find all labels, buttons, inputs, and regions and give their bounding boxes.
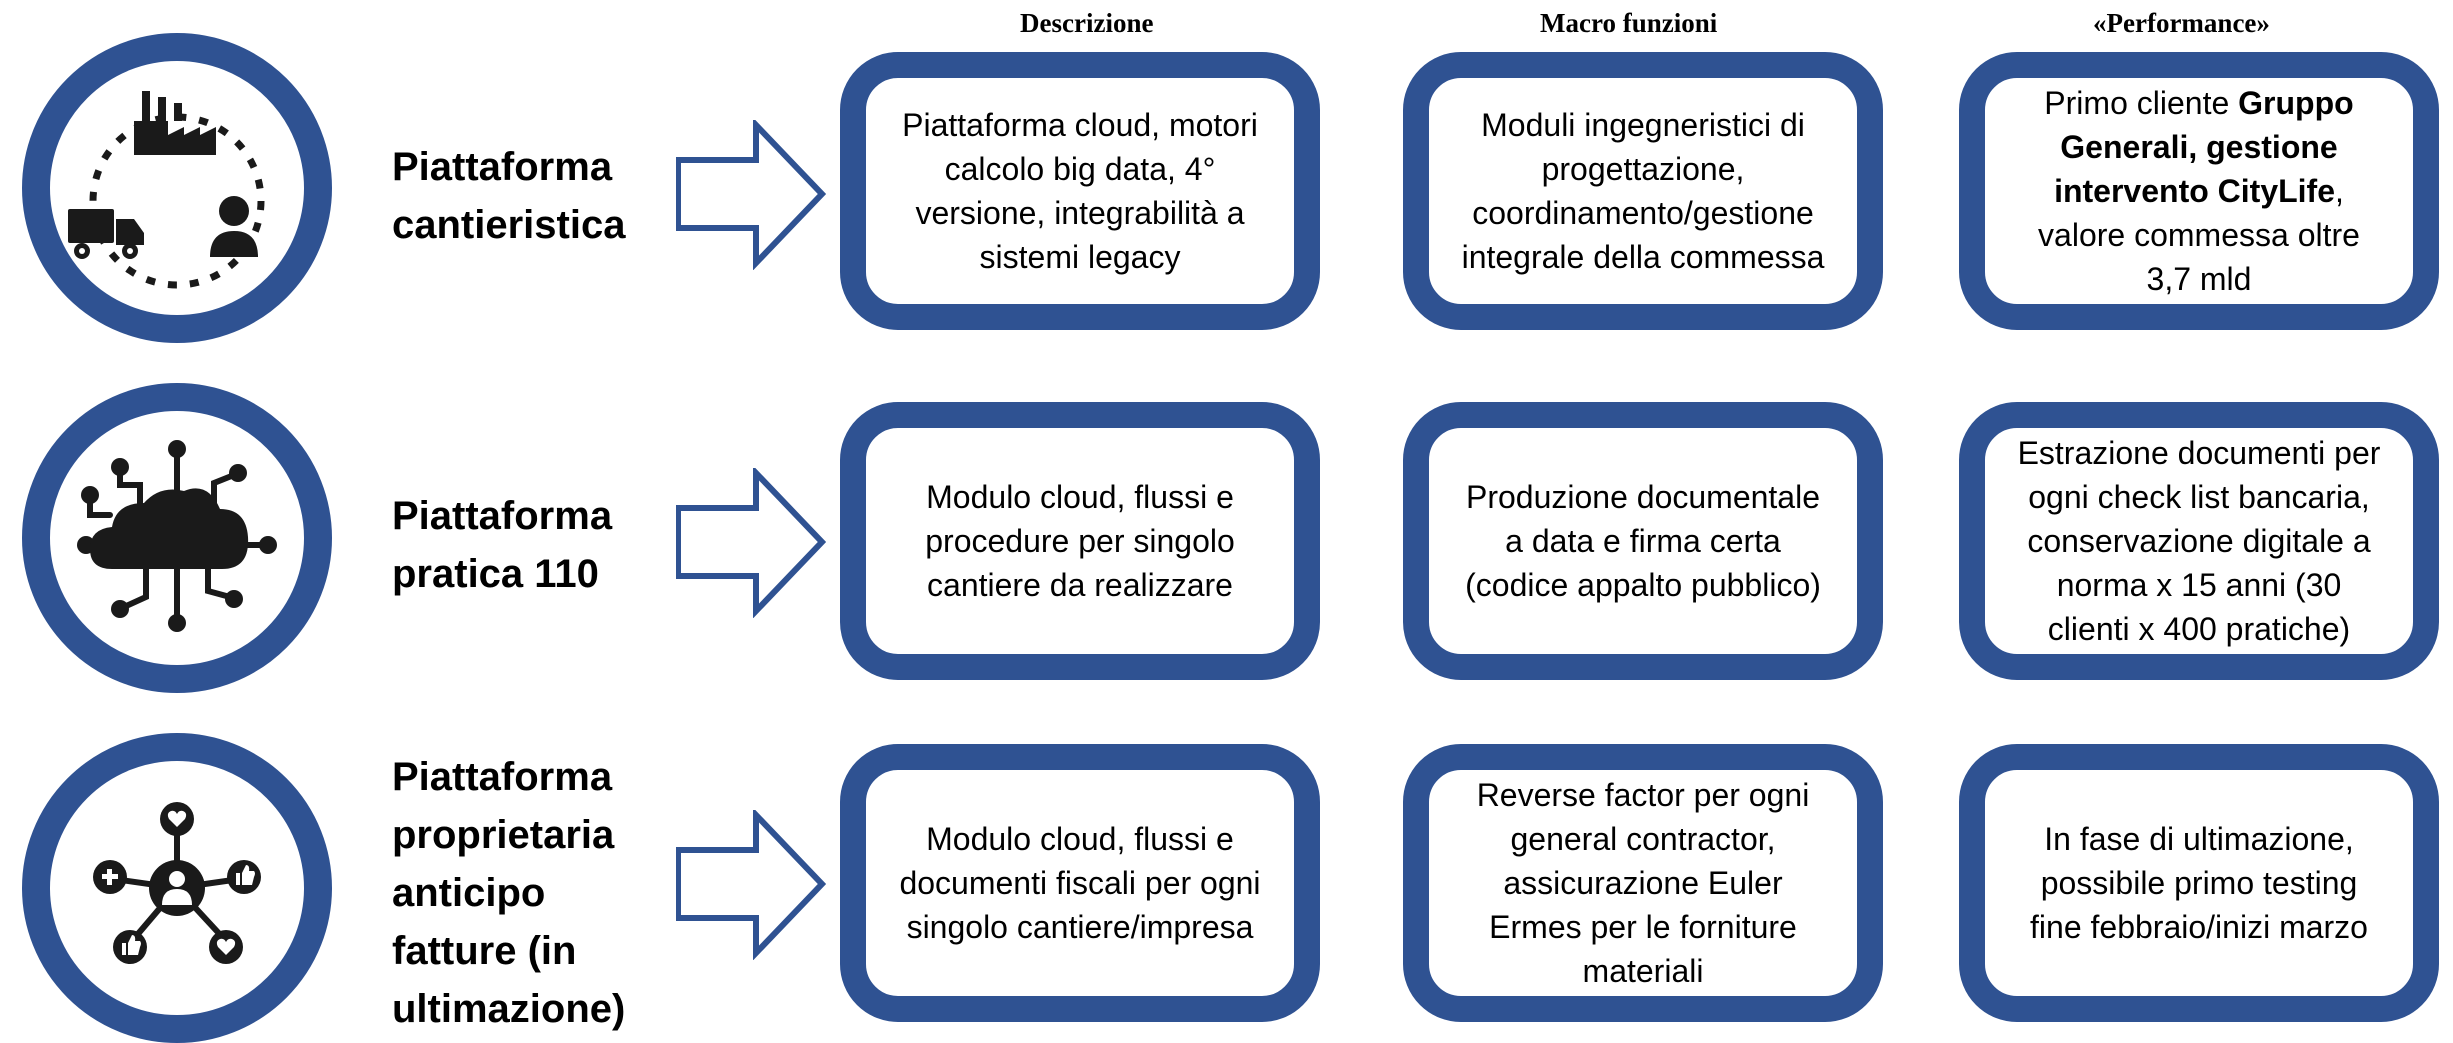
row3-icon-circle <box>22 733 332 1043</box>
header-macro-funzioni: Macro funzioni <box>1540 8 1718 38</box>
row1-label: Piattaforma cantieristica <box>392 145 626 247</box>
supply-chain-cycle-icon <box>68 91 265 289</box>
row2-label: Piattaforma pratica 110 <box>392 494 613 596</box>
header-performance: «Performance» <box>2093 8 2270 38</box>
row3-label: Piattaforma proprietaria anticipo fattur… <box>392 755 626 1031</box>
row1-arrow-icon <box>676 120 826 270</box>
row3-descrizione-text: Modulo cloud, flussi e documenti fiscali… <box>899 821 1261 945</box>
row3-macro-box: Reverse factor per ogni general contract… <box>1403 744 1883 1022</box>
row3-arrow-icon <box>676 810 826 960</box>
row1-descrizione-box: Piattaforma cloud, motori calcolo big da… <box>840 52 1320 330</box>
header-descrizione: Descrizione <box>1020 8 1154 38</box>
row1-descrizione-text: Piattaforma cloud, motori calcolo big da… <box>902 107 1258 275</box>
row2-icon-circle <box>22 383 332 693</box>
social-network-icon <box>93 802 261 964</box>
row3-descrizione-box: Modulo cloud, flussi e documenti fiscali… <box>840 744 1320 1022</box>
row3-macro-text: Reverse factor per ogni general contract… <box>1476 777 1810 989</box>
row3-performance-text: In fase di ultimazione, possibile primo … <box>2030 821 2368 945</box>
row2-performance-box: Estrazione documenti per ogni check list… <box>1959 402 2439 680</box>
row1-macro-text: Moduli ingegneristici di progettazione, … <box>1461 107 1825 275</box>
row1-icon-circle <box>22 33 332 343</box>
row2-descrizione-text: Modulo cloud, flussi e procedure per sin… <box>925 479 1235 603</box>
row1-macro-box: Moduli ingegneristici di progettazione, … <box>1403 52 1883 330</box>
cloud-network-icon <box>77 440 277 632</box>
row2-descrizione-box: Modulo cloud, flussi e procedure per sin… <box>840 402 1320 680</box>
row1-performance-text: Primo cliente Gruppo Generali, gestione … <box>2038 85 2360 297</box>
row3-performance-box: In fase di ultimazione, possibile primo … <box>1959 744 2439 1022</box>
row1-performance-box: Primo cliente Gruppo Generali, gestione … <box>1959 52 2439 330</box>
row2-macro-box: Produzione documentale a data e firma ce… <box>1403 402 1883 680</box>
row2-arrow-icon <box>676 468 826 618</box>
row2-performance-text: Estrazione documenti per ogni check list… <box>2017 435 2381 647</box>
row2-macro-text: Produzione documentale a data e firma ce… <box>1465 479 1821 603</box>
